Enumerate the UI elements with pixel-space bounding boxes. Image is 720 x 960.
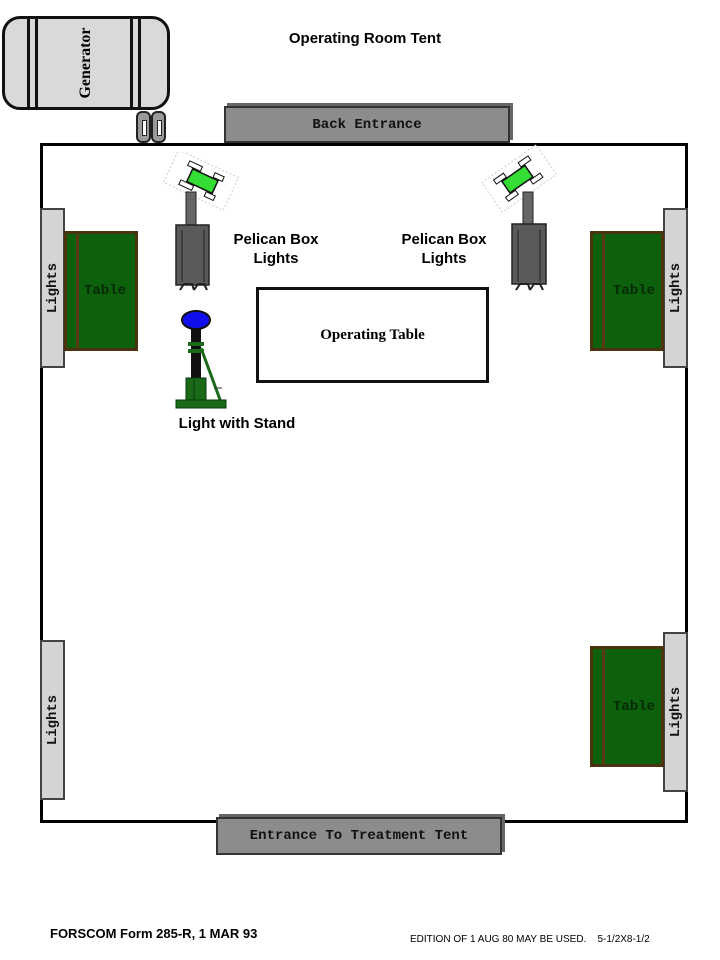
stand-light-icon — [175, 310, 227, 409]
generator-band — [27, 19, 38, 107]
fuel-tank-icon — [151, 111, 166, 143]
lights-bar: Lights — [663, 632, 688, 792]
page-title: Operating Room Tent — [288, 30, 442, 47]
generator: Generator — [2, 16, 170, 110]
edition-note: EDITION OF 1 AUG 80 MAY BE USED. 5-1/2X8… — [410, 934, 650, 945]
back-entrance: Back Entrance — [224, 106, 510, 143]
lights-label: Lights — [667, 686, 684, 738]
generator-band — [130, 19, 141, 107]
side-table: Table — [64, 231, 138, 351]
pelican-box-light-icon — [481, 144, 558, 291]
lights-bar: Lights — [40, 208, 65, 368]
lights-label: Lights — [44, 262, 61, 314]
form-number: FORSCOM Form 285-R, 1 MAR 93 — [50, 926, 258, 941]
operating-table: Operating Table — [256, 287, 489, 383]
generator-label: Generator — [77, 27, 94, 99]
table-label: Table — [613, 698, 656, 715]
stand-light-label: Light with Stand — [178, 415, 296, 432]
lights-bar: Lights — [40, 640, 65, 800]
pelican-box-light-icon — [162, 152, 240, 291]
lights-bar: Lights — [663, 208, 688, 368]
lights-label: Lights — [44, 694, 61, 746]
lights-label: Lights — [667, 262, 684, 314]
side-table: Table — [590, 231, 664, 351]
table-label: Table — [84, 283, 127, 299]
front-entrance: Entrance To Treatment Tent — [216, 817, 502, 855]
side-table: Table — [590, 646, 664, 767]
fuel-tank-icon — [136, 111, 151, 143]
table-label: Table — [613, 283, 656, 299]
